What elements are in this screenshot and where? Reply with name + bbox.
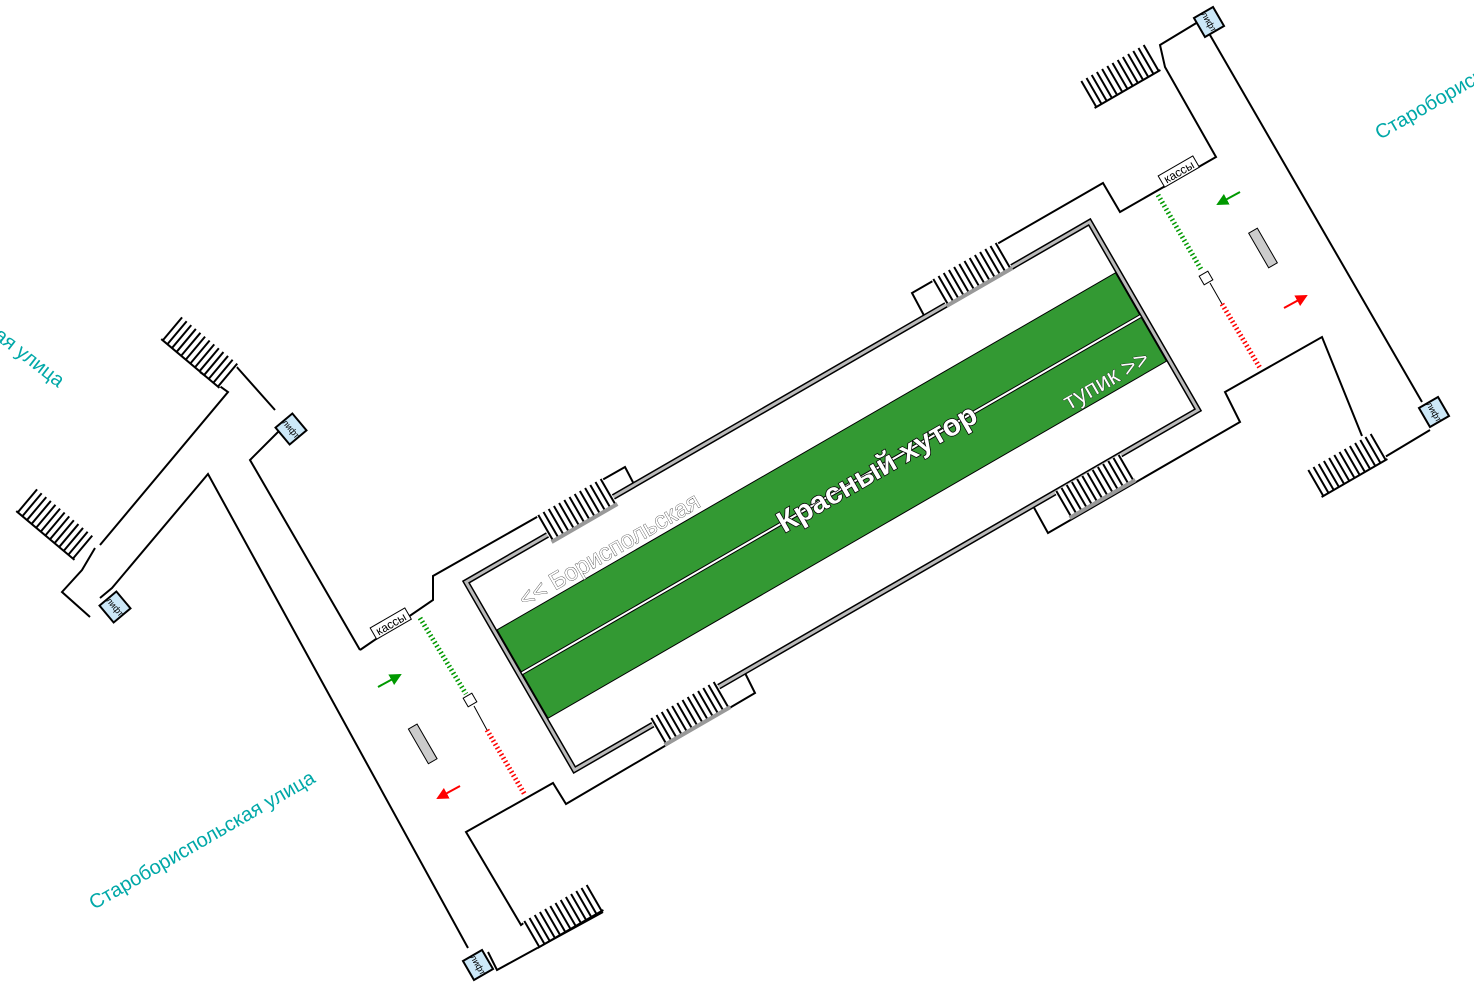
stairs-icon (160, 316, 239, 389)
ticket-office-left: кассы (369, 607, 413, 640)
track-divider (521, 315, 1141, 675)
booth-icon (462, 692, 478, 708)
ticket-office-label: кассы (373, 610, 408, 639)
bench-icon (407, 723, 438, 765)
street-label-bottom-left: Старобориспольская улица (86, 766, 320, 914)
entry-arrow-icon (1216, 191, 1241, 205)
stairs-icon (649, 681, 732, 747)
stairs-icon (536, 478, 619, 544)
staircases (15, 44, 1388, 949)
street-label-left-top: Старобориспольская улица (0, 216, 69, 392)
stairs-icon (522, 884, 604, 949)
stairs-icon (1054, 454, 1137, 520)
bench-icon (1247, 227, 1279, 269)
stairs-icon (1306, 433, 1388, 498)
street-label-top-right: Старобориспольская улица (1372, 0, 1474, 144)
entry-turnstiles (1155, 193, 1205, 273)
lift-icon: лифт (461, 948, 495, 982)
turnstiles-left (417, 616, 528, 797)
exit-arrow-icon (1283, 295, 1308, 309)
lift-icon: лифт (1417, 395, 1451, 429)
exit-turnstiles (1219, 302, 1263, 370)
exit-turnstiles (484, 728, 528, 797)
entry-arrow-icon (377, 674, 402, 688)
lift-icon: лифт (98, 590, 132, 624)
ticket-office-right: кассы (1157, 155, 1201, 188)
lift-icon: лифт (1192, 5, 1226, 39)
stairs-icon (1079, 44, 1161, 109)
booth-icon (1198, 270, 1214, 286)
lift-icon: лифт (274, 412, 308, 446)
lifts: лифт лифт лифт лифт лифт (98, 5, 1451, 982)
entry-turnstiles (417, 616, 469, 696)
platform: << Бориспольская Красный хутор тупик >> (461, 217, 1203, 775)
turnstiles-right (1155, 193, 1263, 370)
stairs-icon (15, 488, 94, 561)
exit-arrow-icon (436, 785, 461, 799)
stairs-icon (931, 242, 1014, 308)
ticket-office-label: кассы (1161, 158, 1196, 187)
